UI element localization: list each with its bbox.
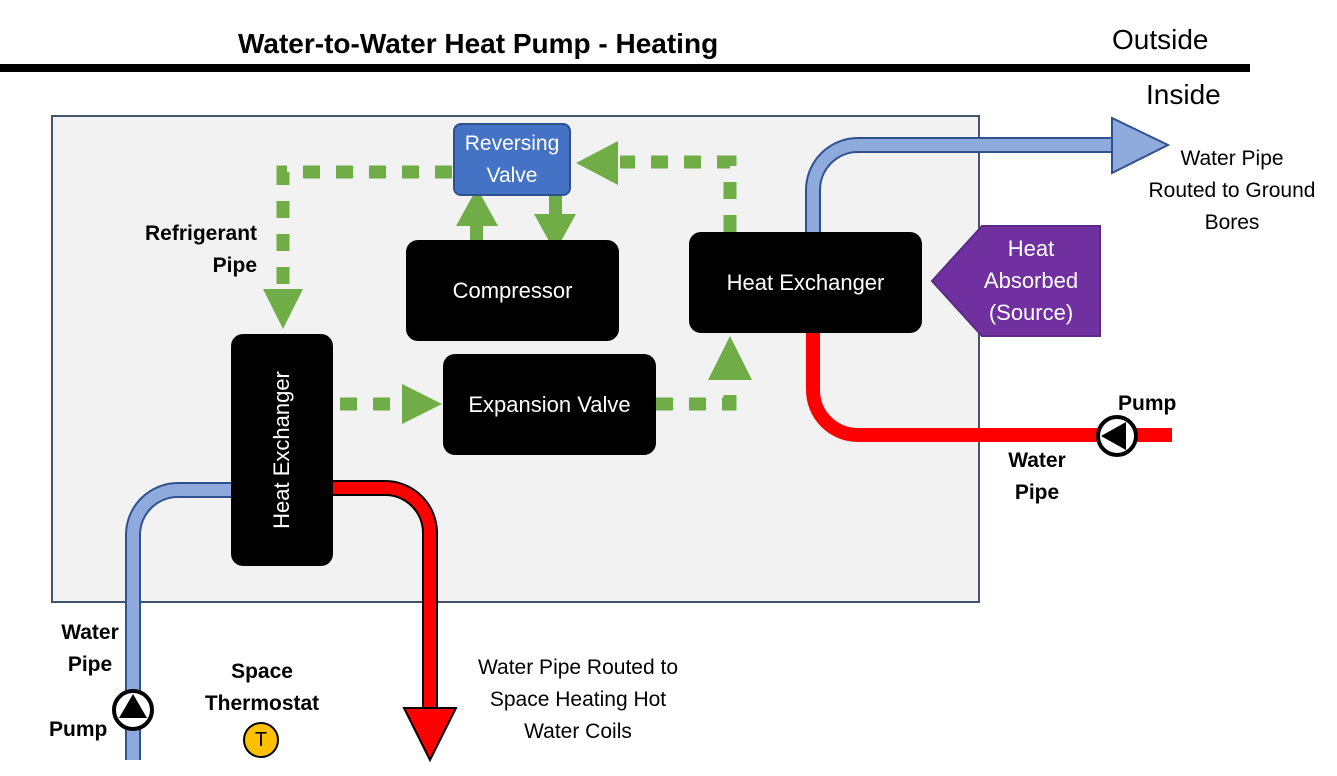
outside-label: Outside — [1112, 24, 1209, 55]
ground-pipe-label-line3: Bores — [1204, 211, 1260, 234]
water-pipe-right-label-line2: Pipe — [1014, 481, 1060, 504]
refrigerant-arrow-up-right — [708, 336, 752, 380]
hot-water-pipe-left-fill — [332, 482, 436, 710]
refrigerant-arrow-to-expansion — [402, 384, 442, 424]
heat-exchanger-load-label: Heat Exchanger — [269, 371, 295, 529]
coils-arrowhead — [402, 707, 458, 763]
hot-water-pipe-right — [806, 332, 1172, 442]
refrigerant-pipe-label: Refrigerant Pipe — [145, 218, 257, 282]
coils-pipe-label-line3: Water Coils — [524, 720, 632, 743]
ground-pipe-label: Water Pipe Routed to Ground Bores — [1132, 143, 1332, 239]
pump-right-label: Pump — [1118, 392, 1177, 415]
compressor: Compressor — [406, 240, 619, 341]
pump-left-symbol — [112, 689, 154, 731]
inside-label: Inside — [1146, 79, 1221, 110]
heat-source-label: Heat Absorbed (Source) — [972, 233, 1090, 329]
compressor-discharge-arrow — [456, 188, 498, 226]
refrigerant-arrow-to-valve — [576, 141, 618, 185]
refrigerant-arrow-down-left — [263, 289, 303, 329]
coils-pipe-label: Water Pipe Routed to Space Heating Hot W… — [458, 652, 698, 748]
refrigerant-loop — [276, 155, 737, 411]
pump-right-symbol — [1096, 415, 1138, 457]
space-thermostat-label-line1: Space — [231, 660, 293, 683]
cold-water-pipe-right — [805, 137, 1112, 232]
expansion-valve: Expansion Valve — [443, 354, 656, 455]
heat-exchanger-source-label: Heat Exchanger — [726, 269, 885, 295]
thermostat-symbol: T — [254, 728, 268, 751]
refrigerant-pipe-label-line2: Pipe — [212, 254, 258, 277]
heat-source-label-line3: (Source) — [988, 300, 1074, 325]
compressor-label: Compressor — [452, 277, 573, 303]
ground-arrowhead — [1111, 116, 1171, 175]
refrigerant-pipe-label-line1: Refrigerant — [145, 222, 258, 245]
pump-left-label: Pump — [49, 718, 108, 741]
reversing-valve-label-line1: Reversing — [464, 131, 560, 155]
reversing-valve: Reversing Valve — [453, 123, 571, 196]
ground-pipe-label-line2: Routed to Ground — [1148, 179, 1316, 202]
thermostat-icon: T — [243, 722, 279, 758]
water-pipe-left-label-line2: Pipe — [67, 653, 113, 676]
expansion-valve-label: Expansion Valve — [468, 391, 631, 417]
water-pipe-right-label-line1: Water — [1008, 449, 1066, 472]
page-title: Water-to-Water Heat Pump - Heating — [238, 28, 719, 59]
coils-pipe-label-line1: Water Pipe Routed to — [478, 656, 678, 679]
heat-exchanger-load: Heat Exchanger — [231, 334, 333, 566]
heat-source-shape — [930, 225, 1101, 337]
water-pipe-left-label: Water Pipe — [54, 617, 126, 681]
ground-pipe-label-line1: Water Pipe — [1180, 147, 1284, 170]
water-pipe-left-label-line1: Water — [61, 621, 119, 644]
compressor-suction-arrow — [534, 214, 576, 252]
heat-source-label-line2: Absorbed — [983, 268, 1079, 293]
space-thermostat-label-line2: Thermostat — [204, 692, 320, 715]
reversing-valve-label-line2: Valve — [486, 163, 538, 187]
compressor-suction-shaft — [549, 192, 562, 218]
coils-pipe-label-line2: Space Heating Hot — [489, 688, 667, 711]
heat-exchanger-source: Heat Exchanger — [689, 232, 922, 333]
cold-water-pipe-left — [125, 482, 232, 760]
outside-inside-divider — [0, 64, 1250, 72]
water-pipe-right-label: Water Pipe — [1000, 445, 1074, 509]
space-thermostat-label: Space Thermostat — [196, 656, 328, 720]
heat-source-label-line1: Heat — [1007, 236, 1055, 261]
